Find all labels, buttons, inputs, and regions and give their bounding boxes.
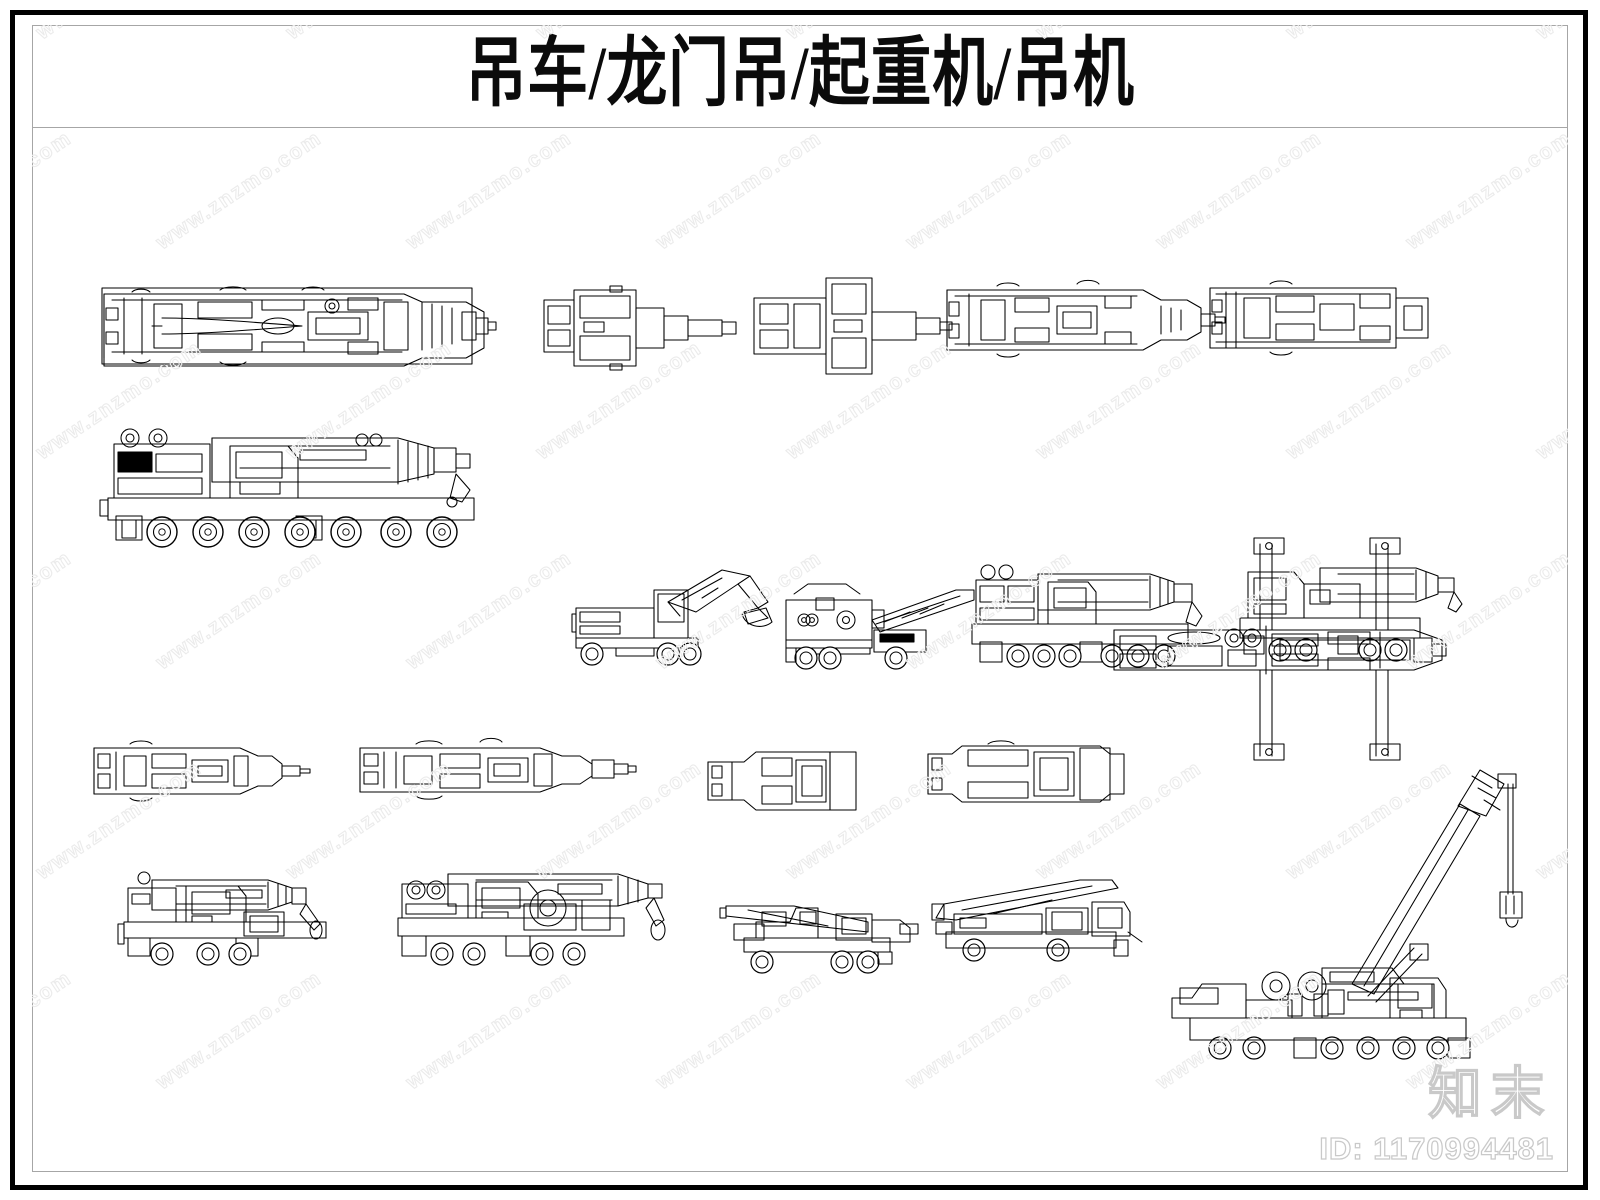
outer-frame-border xyxy=(10,10,1588,1190)
drawing-crane-03 xyxy=(753,277,953,375)
drawing-crane-05 xyxy=(1209,280,1429,356)
drawing-crane-12 xyxy=(93,740,311,802)
drawing-canvas xyxy=(32,128,1568,1172)
page-title: 吊车/龙门吊/起重机/吊机 xyxy=(465,32,1135,116)
drawing-crane-02 xyxy=(543,285,737,371)
branding-block: 知末 ID: 1170994481 xyxy=(1319,1064,1554,1166)
drawing-crane-04 xyxy=(946,279,1226,358)
drawing-crane-20 xyxy=(1171,769,1523,1060)
drawing-crane-10 xyxy=(1239,567,1463,662)
drawing-crane-01 xyxy=(101,286,497,367)
drawing-crane-13 xyxy=(359,737,637,800)
drawing-crane-14 xyxy=(707,751,857,811)
znzmo-logo: 知末 xyxy=(1428,1064,1554,1126)
drawing-crane-16 xyxy=(117,871,327,966)
drawing-crane-06 xyxy=(99,428,475,548)
drawing-crane-11 xyxy=(1113,537,1447,761)
drawing-crane-15 xyxy=(927,740,1125,803)
asset-id-label: ID: 1170994481 xyxy=(1319,1131,1554,1166)
drawing-crane-17 xyxy=(397,873,666,966)
drawing-crane-07 xyxy=(571,569,773,666)
title-band: 吊车/龙门吊/起重机/吊机 xyxy=(32,25,1568,128)
inner-frame-border xyxy=(32,25,1568,1172)
drawing-crane-18 xyxy=(719,905,919,974)
drawing-crane-19 xyxy=(931,879,1143,962)
drawing-crane-09 xyxy=(971,564,1203,668)
drawing-crane-08 xyxy=(785,583,975,670)
